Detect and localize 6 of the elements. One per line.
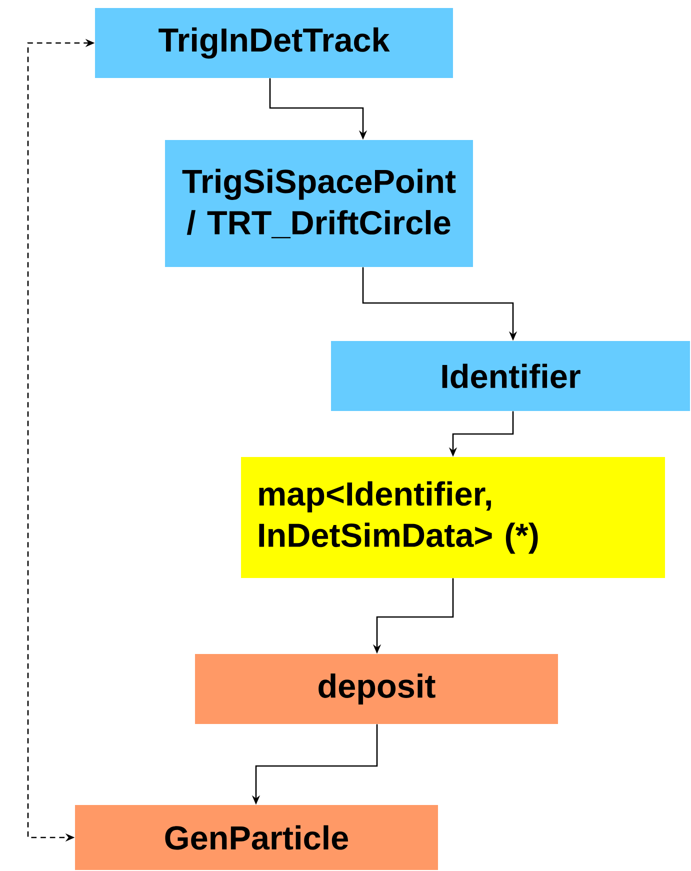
process-box: map<Identifier, InDetSimData> (*) — [241, 457, 665, 578]
process-box: GenParticle — [75, 805, 438, 870]
process-box: Identifier — [331, 341, 690, 411]
process-box: TrigInDetTrack — [95, 8, 453, 78]
process-box: TrigSiSpacePoint / TRT_DriftCircle — [165, 140, 473, 267]
process-box: deposit — [195, 654, 558, 724]
